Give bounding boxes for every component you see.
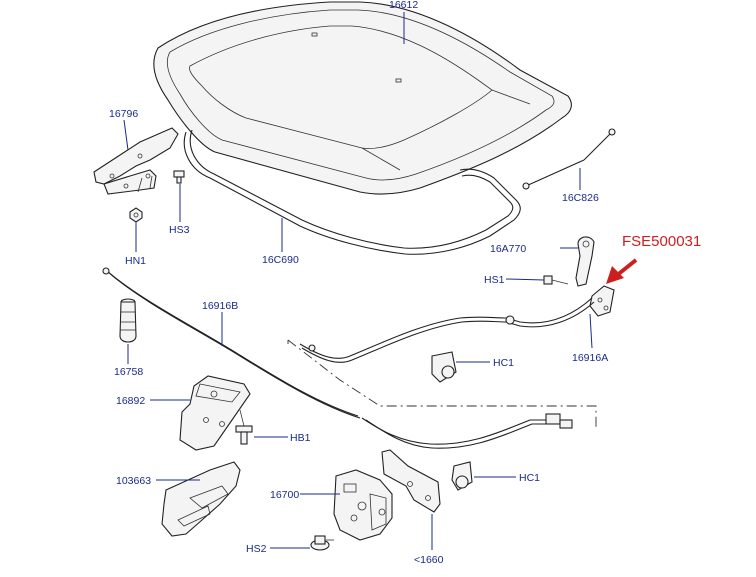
release-handle[interactable] [575, 236, 595, 287]
hinge-screw[interactable] [173, 170, 185, 184]
gas-strut[interactable] [522, 128, 616, 190]
handle-screw[interactable] [543, 275, 569, 285]
label-hood-seal: 16C690 [262, 254, 299, 266]
cable-clip-upper[interactable] [431, 351, 457, 383]
label-handle-screw: HS1 [484, 274, 505, 286]
handle-bracket[interactable] [589, 285, 615, 317]
secondary-latch[interactable] [179, 375, 251, 451]
part-labels: 16612 16796 HS3 HN1 16C690 16C826 16A770… [109, 0, 701, 566]
release-cable[interactable] [102, 267, 595, 449]
label-cable-clip-upper: HC1 [493, 357, 514, 369]
label-latch-cover: 103663 [116, 475, 151, 487]
label-latch: 16700 [270, 489, 299, 501]
label-latch-screw: HS2 [246, 543, 267, 555]
label-latch-bolt: HB1 [290, 432, 311, 444]
callout-reference: FSE500031 [622, 233, 701, 250]
latch-cover[interactable] [161, 461, 241, 537]
hinge-nut[interactable] [129, 207, 143, 223]
hood-seal[interactable] [183, 129, 521, 255]
guide-lines [287, 339, 597, 430]
latch-screw[interactable] [310, 535, 334, 551]
callout-arrow [606, 258, 638, 284]
label-hinge: 16796 [109, 108, 138, 120]
label-handle-bracket: 16916A [572, 352, 608, 364]
label-hinge-nut: HN1 [125, 255, 146, 267]
hood-hinge[interactable] [93, 127, 179, 195]
latch-bolt[interactable] [235, 409, 253, 445]
label-release-handle: 16A770 [490, 243, 526, 255]
leader-lines [123, 12, 593, 550]
hood-panel[interactable] [153, 1, 572, 195]
label-latch-bracket: <1660 [414, 554, 444, 566]
hood-latch[interactable] [333, 469, 393, 541]
label-gas-strut: 16C826 [562, 192, 599, 204]
label-cable-clip-lower: HC1 [519, 472, 540, 484]
label-bump-stop: 16758 [114, 366, 143, 378]
bump-stop[interactable] [119, 298, 137, 343]
cable-clip-lower[interactable] [451, 461, 473, 491]
latch-bracket[interactable] [381, 449, 441, 513]
label-secondary-latch: 16892 [116, 395, 145, 407]
label-hinge-screw: HS3 [169, 224, 190, 236]
label-hood-panel: 16612 [389, 0, 418, 11]
label-release-cable: 16916B [202, 300, 238, 312]
